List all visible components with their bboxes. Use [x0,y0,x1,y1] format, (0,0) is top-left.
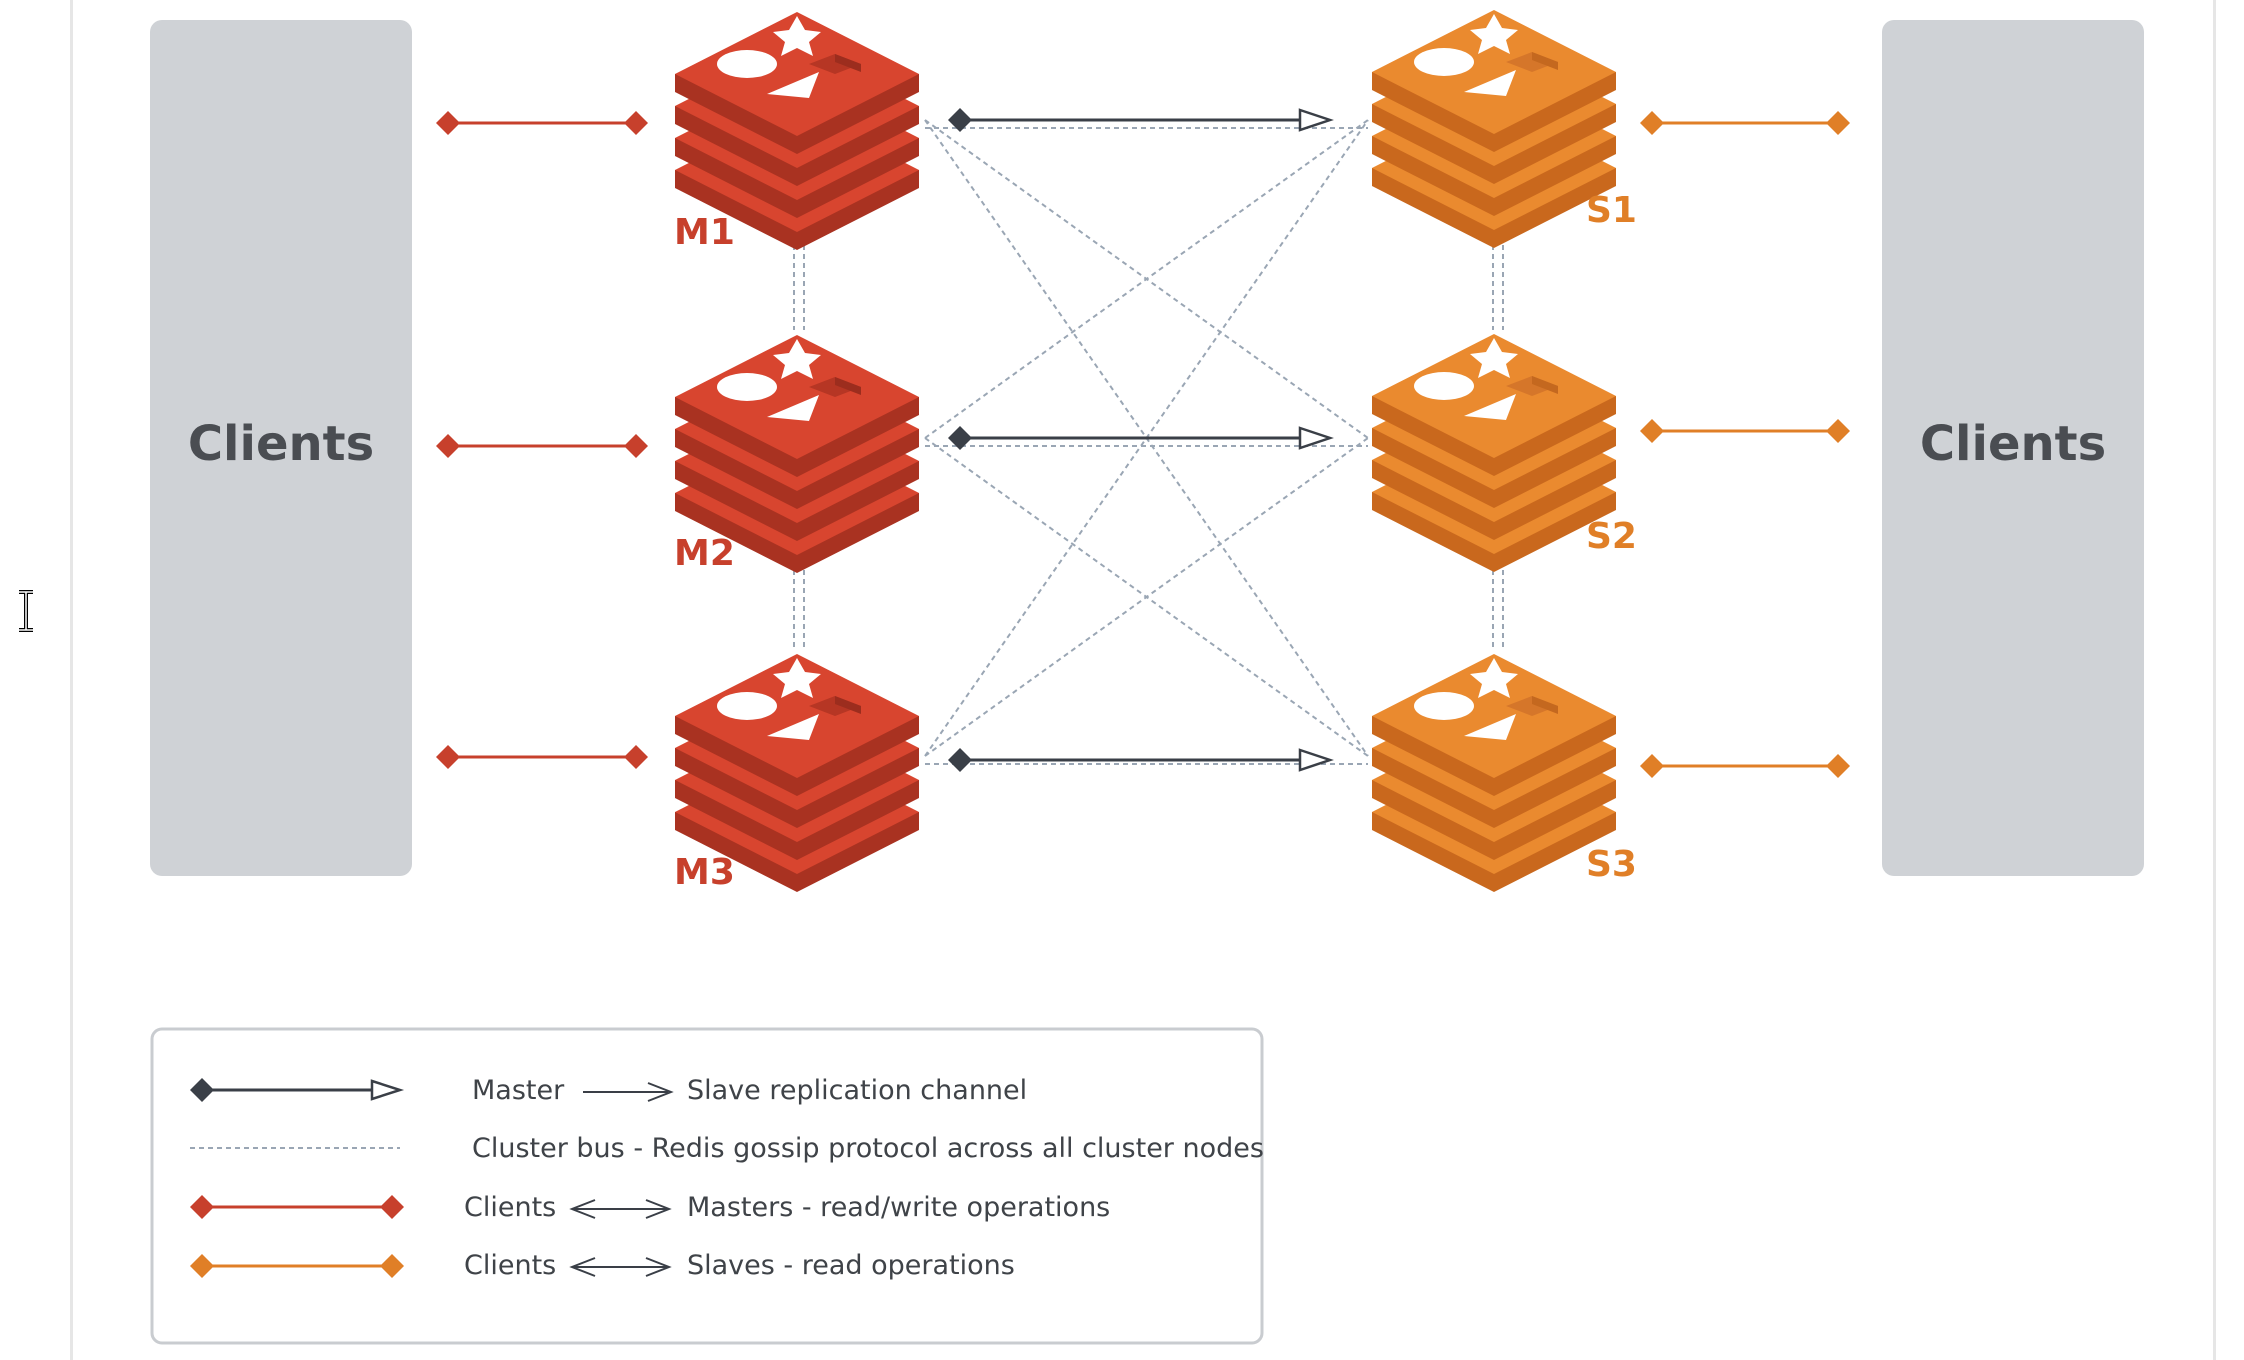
legend-arrow-icon [583,1082,674,1102]
legend-replication-right: Slave replication channel [687,1075,1027,1106]
clients-label-left: Clients [188,416,374,472]
clients-box-left: Clients [150,20,412,876]
legend-client-slave: Clients Slaves - read operations [190,1250,1015,1281]
cluster-bus-lines [793,119,1504,765]
legend-client-slave-right: Slaves - read operations [687,1250,1015,1281]
legend-replication: Master Slave replication channel [190,1075,1027,1106]
legend-client-master-left: Clients [464,1192,556,1223]
legend-client-master-right: Masters - read/write operations [687,1192,1110,1223]
replication-channel-2 [948,426,1334,450]
legend-double-arrow-icon [569,1199,672,1219]
redis-logo-icon [1372,654,1616,892]
text-cursor-icon [19,590,33,632]
legend-cluster-bus: Cluster bus - Redis gossip protocol acro… [190,1133,1264,1164]
slave-node-s2: S2 [1372,334,1637,572]
legend: Master Slave replication channel Cluster… [150,1027,1264,1345]
master-label-m1: M1 [674,212,735,253]
slave-label-s3: S3 [1586,844,1637,885]
slave-node-s1: S1 [1372,10,1637,248]
slave-label-s1: S1 [1586,190,1637,231]
master-label-m2: M2 [674,533,735,574]
legend-client-slave-left: Clients [464,1250,556,1281]
master-node-m1: M1 [674,12,919,253]
legend-client-master: Clients Masters - read/write operations [190,1192,1110,1223]
clients-box-right: Clients [1882,20,2144,876]
master-label-m3: M3 [674,852,735,893]
client-master-links [436,111,648,769]
master-node-m2: M2 [674,335,919,574]
legend-cluster-bus-text: Cluster bus - Redis gossip protocol acro… [472,1133,1264,1164]
slave-node-s3: S3 [1372,654,1637,892]
master-node-m3: M3 [674,654,919,893]
slave-label-s2: S2 [1586,516,1637,557]
right-frame-border [2213,0,2216,1360]
replication-channel-1 [948,108,1334,132]
clients-label-right: Clients [1920,416,2106,472]
replication-channel-3 [948,748,1334,772]
redis-logo-icon [1372,10,1616,248]
legend-replication-left: Master [472,1075,565,1106]
client-slave-links [1640,111,1850,778]
left-frame-border [70,0,73,1360]
legend-double-arrow-icon [569,1257,672,1277]
redis-logo-icon [1372,334,1616,572]
